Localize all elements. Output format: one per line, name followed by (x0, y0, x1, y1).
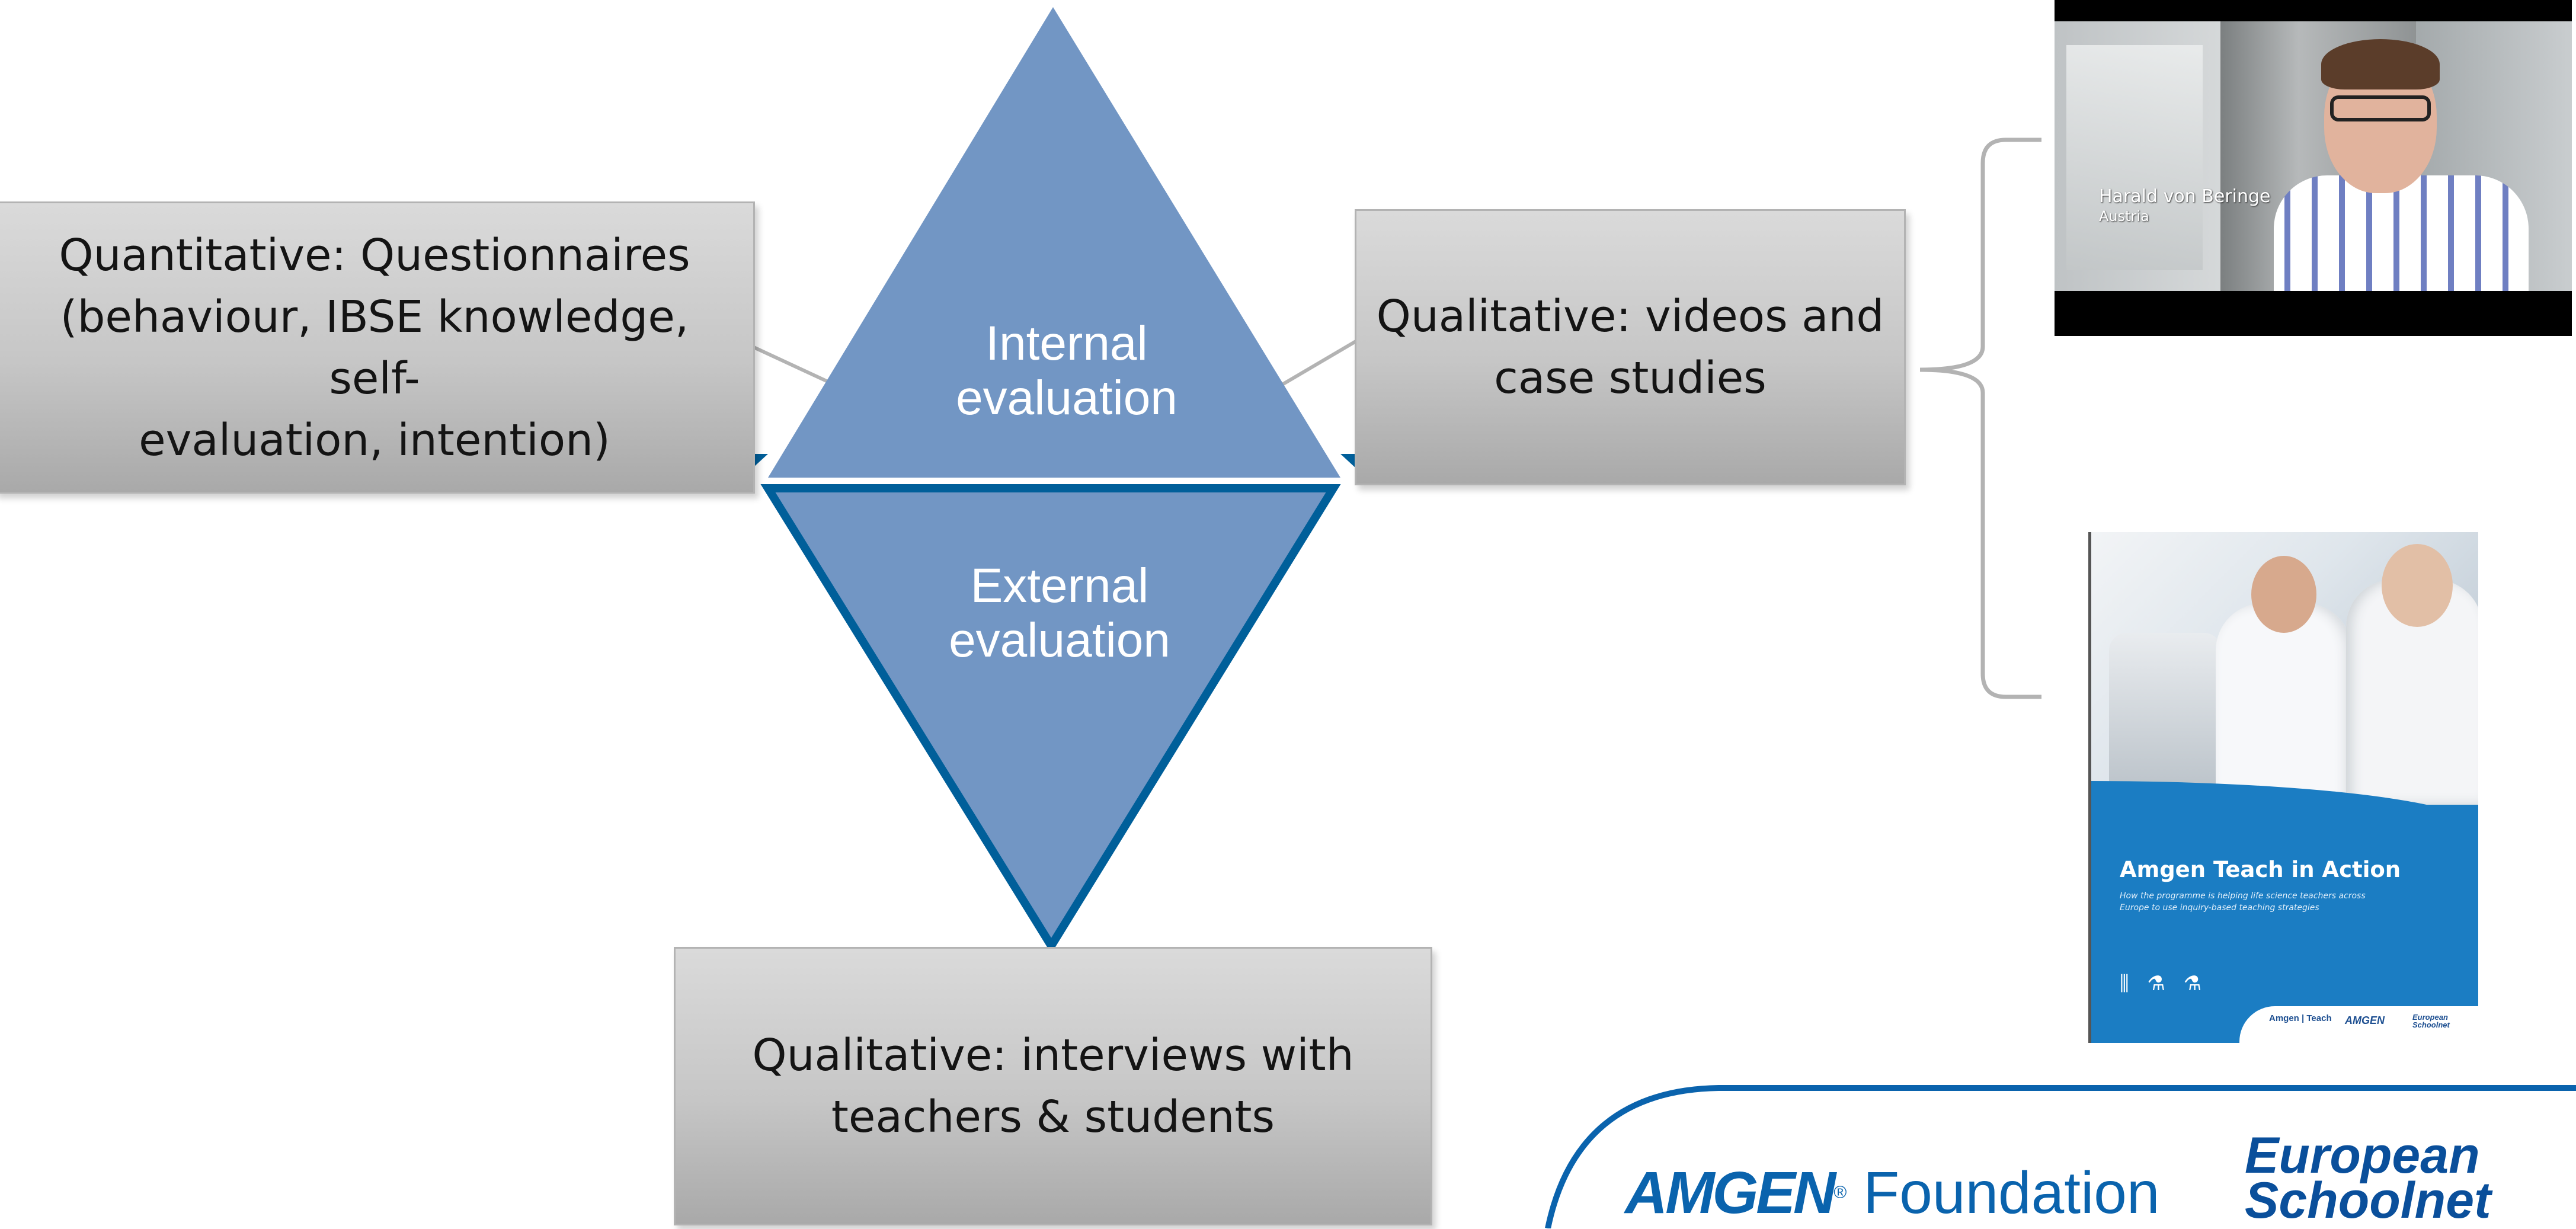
internal-evaluation-triangle (768, 7, 1340, 478)
brochure-science-icons: ⫼ ⚗ ⚗ (2120, 972, 2208, 996)
corner-tab-right (1340, 454, 1356, 468)
amgen-brand-text: AMGEN (1625, 1160, 1836, 1226)
connector-right (1280, 336, 1363, 387)
qualitative-interviews-box: Qualitative: interviews with teachers & … (674, 947, 1432, 1225)
video-caption: Harald von Beringe Austria (2099, 186, 2270, 225)
box-text-line: Qualitative: interviews with (752, 1030, 1354, 1081)
box-text-line: teachers & students (831, 1092, 1275, 1142)
speaker-shirt (2274, 175, 2529, 291)
speaker-hair (2321, 39, 2440, 89)
lab-coat-person (2216, 603, 2352, 805)
triangle-label-line: Internal (985, 316, 1148, 370)
esn-line: European (2245, 1127, 2480, 1184)
box-text-line: Quantitative: Questionnaires (59, 229, 690, 281)
esn-line: Schoolnet (2245, 1172, 2491, 1229)
triangle-label-line: External (970, 559, 1149, 613)
person-head (2382, 544, 2453, 627)
box-text-line: (behaviour, IBSE knowledge, self- (60, 291, 689, 404)
brochure-lab-photo (2091, 532, 2478, 805)
foundation-text: Foundation (1863, 1160, 2160, 1226)
brochure-blue-panel (2091, 805, 2478, 1043)
connector-left (753, 345, 838, 388)
brochure-footer: Amgen | Teach AMGEN European Schoolnet (2239, 1006, 2478, 1043)
speaker-name: Harald von Beringe (2099, 186, 2271, 207)
video-background-window (2066, 45, 2203, 270)
brochure-subtitle: How the programme is helping life scienc… (2120, 891, 2366, 913)
internal-evaluation-label: Internal evaluation (919, 316, 1215, 425)
brochure-cover: Amgen Teach in Action How the programme … (2088, 532, 2478, 1043)
external-evaluation-label: External evaluation (911, 559, 1208, 668)
microscope (2109, 633, 2222, 799)
speaker-country: Austria (2099, 208, 2149, 225)
logo-swoosh (1545, 1085, 2576, 1228)
video-frame: Harald von Beringe Austria (2055, 21, 2572, 291)
amgen-teach-logo: Amgen | Teach (2269, 1013, 2332, 1023)
qualitative-videos-box: Qualitative: videos and case studies (1355, 209, 1906, 485)
curly-bracket (1919, 137, 2041, 699)
quantitative-questionnaires-box: Quantitative: Questionnaires (behaviour,… (0, 201, 755, 494)
person-head (2251, 556, 2316, 633)
triangle-label-line: evaluation (956, 371, 1177, 425)
triangle-label-line: evaluation (949, 613, 1170, 667)
box-text-line: Qualitative: videos and (1376, 291, 1884, 342)
amgen-foundation-logo: AMGEN® Foundation (1625, 1160, 2160, 1225)
box-text-line: evaluation, intention) (139, 414, 610, 466)
registered-mark: ® (1833, 1183, 1847, 1202)
european-schoolnet-logo-large: European Schoolnet (2245, 1127, 2491, 1229)
corner-tab-left (754, 454, 768, 467)
box-text-line: case studies (1494, 353, 1767, 404)
european-schoolnet-logo: European Schoolnet (2412, 1013, 2450, 1029)
amgen-logo: AMGEN (2345, 1014, 2385, 1026)
brochure-title: Amgen Teach in Action (2120, 857, 2401, 882)
video-thumbnail[interactable]: Harald von Beringe Austria (2055, 0, 2572, 336)
external-evaluation-triangle (760, 484, 1341, 954)
speaker-glasses (2330, 95, 2431, 121)
